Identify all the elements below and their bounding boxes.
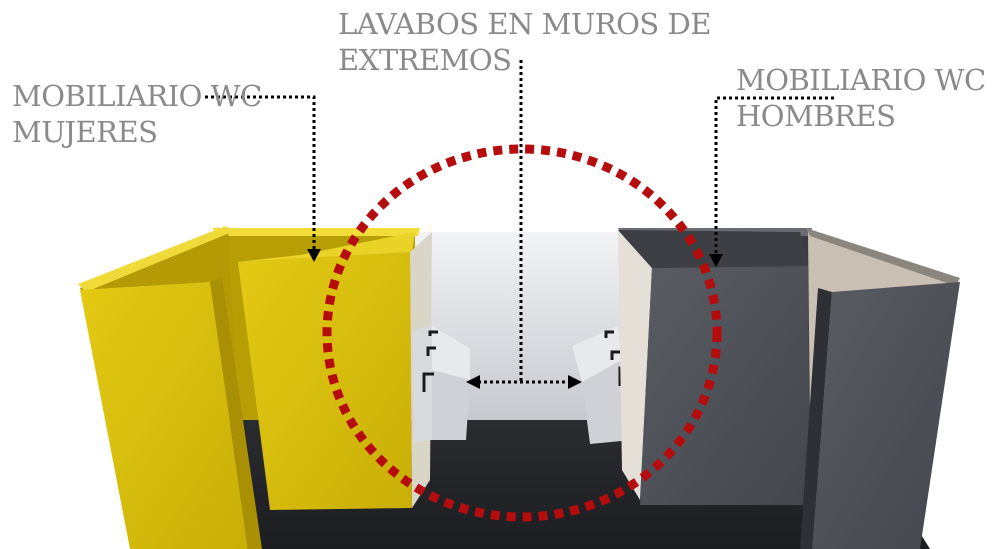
arrow-sinks-right <box>568 375 582 389</box>
men-side-wall-top <box>806 228 960 286</box>
leader-women <box>205 95 316 250</box>
leader-lines <box>205 60 834 384</box>
men-partition <box>640 266 810 505</box>
sink-right-top <box>572 326 622 382</box>
men-partition-top <box>618 230 808 268</box>
men-front-end-wall-edge <box>800 288 832 549</box>
men-partition-side <box>618 230 652 500</box>
sink-left-front <box>432 370 470 440</box>
women-front-end-wall <box>80 282 248 549</box>
sinks-label-line-2: EXTREMOS <box>338 43 512 77</box>
men-label-line-2: HOMBRES <box>736 99 896 133</box>
arrow-women <box>307 249 321 262</box>
sink-left-top <box>432 326 470 380</box>
women-label-line-2: MUJERES <box>12 115 158 149</box>
wall-top-women <box>212 228 420 236</box>
men-furniture-label: MOBILIARIO WC HOMBRES <box>736 62 986 134</box>
sink-left-side <box>412 326 432 442</box>
sinks-label-line-1: LAVABOS EN MUROS DE <box>338 7 711 41</box>
women-label-line-1: MOBILIARIO WC <box>12 79 262 113</box>
arrowheads <box>307 249 723 389</box>
men-front-end-wall <box>812 282 960 549</box>
faucets-left <box>422 330 438 392</box>
women-partition-top <box>236 232 415 262</box>
women-furniture-label: MOBILIARIO WC MUJERES <box>12 78 262 150</box>
sinks-label: LAVABOS EN MUROS DE EXTREMOS <box>338 6 711 78</box>
men-label-line-1: MOBILIARIO WC <box>736 63 986 97</box>
leader-men <box>714 96 834 255</box>
arrow-sinks-left <box>466 375 480 389</box>
women-side-wall-top <box>78 226 232 292</box>
highlight-circle <box>322 144 722 522</box>
arrow-men <box>709 254 723 267</box>
women-front-end-wall-edge <box>210 278 262 549</box>
